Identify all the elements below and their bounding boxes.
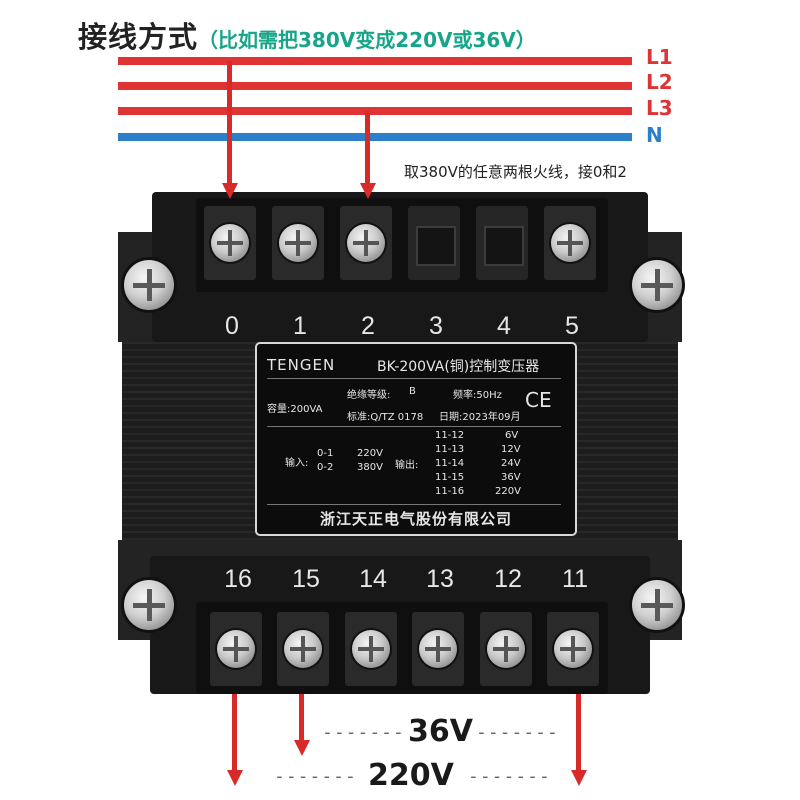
arrow-down-icon bbox=[227, 770, 243, 786]
wire-terminal-16-out bbox=[232, 694, 237, 770]
insulation-label: 绝缘等级: bbox=[347, 390, 391, 401]
title-subtitle: （比如需把380V变成220V或36V） bbox=[198, 28, 536, 52]
wire-terminal-11-out bbox=[576, 694, 581, 770]
ce-mark: CE bbox=[525, 388, 552, 412]
terminal-number: 11 bbox=[562, 565, 588, 593]
terminal-number: 15 bbox=[292, 565, 320, 593]
nameplate-divider bbox=[267, 504, 561, 505]
insulation-value: B bbox=[409, 386, 416, 397]
standard-value: 标准:Q/TZ 0178 bbox=[347, 412, 424, 423]
label-n: N bbox=[646, 123, 663, 147]
mount-screw-icon bbox=[632, 580, 682, 630]
terminal-11[interactable] bbox=[547, 612, 599, 686]
arrow-down-icon bbox=[294, 740, 310, 756]
terminal-0[interactable] bbox=[204, 206, 256, 280]
label-l2: L2 bbox=[646, 70, 673, 94]
output-voltage-36v: 36V bbox=[408, 714, 473, 749]
terminal-15[interactable] bbox=[277, 612, 329, 686]
nameplate: TENGEN BK-200VA(铜)控制变压器 容量:200VA 绝缘等级: B… bbox=[255, 342, 577, 536]
terminal-screw-icon bbox=[217, 630, 255, 668]
capacity-value: 容量:200VA bbox=[267, 404, 323, 415]
terminal-screw-icon bbox=[352, 630, 390, 668]
terminal-number: 13 bbox=[426, 565, 454, 593]
output-terminals: 11-16 bbox=[435, 486, 465, 497]
top-terminal-strip bbox=[196, 198, 608, 292]
arrow-down-icon bbox=[222, 183, 238, 199]
output-voltage: 24V bbox=[501, 458, 521, 469]
line-l1 bbox=[118, 57, 632, 65]
title-main: 接线方式 bbox=[78, 20, 199, 54]
dash-right-36v: ------- bbox=[476, 722, 559, 743]
terminal-screw-icon bbox=[419, 630, 457, 668]
input-voltage: 220V bbox=[357, 448, 383, 459]
terminal-13[interactable] bbox=[412, 612, 464, 686]
mount-screw-icon bbox=[124, 260, 174, 310]
label-l3: L3 bbox=[646, 96, 673, 120]
terminal-number: 14 bbox=[359, 565, 387, 593]
terminal-screw-icon bbox=[284, 630, 322, 668]
output-terminals: 11-12 bbox=[435, 430, 465, 441]
dash-right-220v: ------- bbox=[468, 766, 551, 787]
terminal-14[interactable] bbox=[345, 612, 397, 686]
date-value: 日期:2023年09月 bbox=[439, 412, 521, 423]
input-terminals: 0-1 bbox=[317, 448, 334, 459]
terminal-screw-icon bbox=[487, 630, 525, 668]
line-l3 bbox=[118, 107, 632, 115]
diagram-title: 接线方式（比如需把380V变成220V或36V） bbox=[78, 14, 536, 56]
mount-screw-icon bbox=[632, 260, 682, 310]
output-label: 输出: bbox=[395, 460, 419, 471]
bottom-terminal-strip bbox=[196, 602, 608, 694]
input-voltage: 380V bbox=[357, 462, 383, 473]
output-voltage: 220V bbox=[495, 486, 521, 497]
output-voltage: 36V bbox=[501, 472, 521, 483]
terminal-16[interactable] bbox=[210, 612, 262, 686]
terminal-screw-icon bbox=[347, 224, 385, 262]
company-name: 浙江天正电气股份有限公司 bbox=[319, 510, 512, 528]
terminal-screw-icon bbox=[211, 224, 249, 262]
nameplate-divider bbox=[267, 378, 561, 379]
output-terminals: 11-15 bbox=[435, 472, 465, 483]
terminal-12[interactable] bbox=[480, 612, 532, 686]
terminal-screw-icon bbox=[551, 224, 589, 262]
terminal-2[interactable] bbox=[340, 206, 392, 280]
terminal-screw-icon bbox=[279, 224, 317, 262]
output-voltage-220v: 220V bbox=[368, 758, 454, 793]
terminal-4-empty bbox=[476, 206, 528, 280]
terminal-number: 3 bbox=[429, 312, 443, 340]
terminal-screw-icon bbox=[554, 630, 592, 668]
instruction-note: 取380V的任意两根火线，接0和2 bbox=[404, 163, 627, 181]
output-terminals: 11-13 bbox=[435, 444, 465, 455]
input-terminals: 0-2 bbox=[317, 462, 334, 473]
output-voltage: 12V bbox=[501, 444, 521, 455]
dash-left-36v: ------- bbox=[322, 722, 405, 743]
frequency-value: 频率:50Hz bbox=[453, 390, 502, 401]
output-terminals: 11-14 bbox=[435, 458, 465, 469]
terminal-number: 5 bbox=[565, 312, 579, 340]
wire-l1-to-terminal-0 bbox=[227, 61, 232, 183]
terminal-number: 0 bbox=[225, 312, 239, 340]
nameplate-divider bbox=[267, 426, 561, 427]
terminal-number: 16 bbox=[224, 565, 252, 593]
model-name: BK-200VA(铜)控制变压器 bbox=[377, 359, 540, 375]
brand-name: TENGEN bbox=[267, 356, 336, 374]
arrow-down-icon bbox=[571, 770, 587, 786]
arrow-down-icon bbox=[360, 183, 376, 199]
terminal-5[interactable] bbox=[544, 206, 596, 280]
dash-left-220v: ------- bbox=[274, 766, 357, 787]
line-l2 bbox=[118, 82, 632, 90]
wire-terminal-15-out bbox=[299, 694, 304, 740]
terminal-1[interactable] bbox=[272, 206, 324, 280]
wire-l3-to-terminal-2 bbox=[365, 111, 370, 183]
terminal-number: 12 bbox=[494, 565, 522, 593]
terminal-3-empty bbox=[408, 206, 460, 280]
line-n bbox=[118, 133, 632, 141]
input-label: 输入: bbox=[285, 458, 309, 469]
terminal-number: 1 bbox=[293, 312, 307, 340]
terminal-number: 4 bbox=[497, 312, 511, 340]
terminal-number: 2 bbox=[361, 312, 375, 340]
output-voltage: 6V bbox=[505, 430, 519, 441]
label-l1: L1 bbox=[646, 45, 673, 69]
mount-screw-icon bbox=[124, 580, 174, 630]
